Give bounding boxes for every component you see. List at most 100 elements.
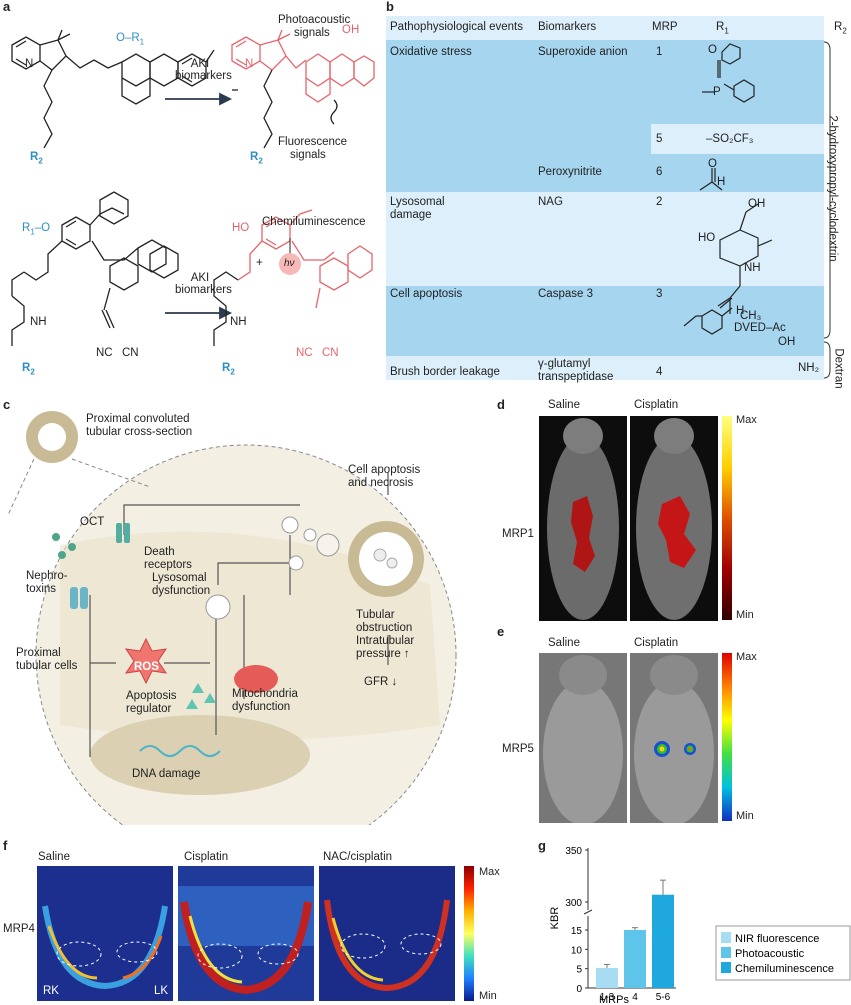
f-nac-image — [319, 866, 455, 1001]
panel-a-structures — [11, 29, 375, 346]
biomarker-caspase3: Caspase 3 — [538, 288, 593, 300]
nplus-top: N — [25, 58, 34, 70]
g-legend-swatch — [721, 932, 731, 943]
event-lysosomal-1: Lysosomal — [390, 196, 445, 208]
mrp-4: 4 — [656, 366, 663, 378]
r1-structures — [683, 43, 773, 335]
mito-1: Mitochondria — [232, 688, 298, 700]
e-colorbar — [722, 653, 732, 821]
f-col-nac: NAC/cisplatin — [323, 851, 393, 863]
proximal-cross-1: Proximal convoluted — [86, 413, 190, 425]
f-col-cisplatin: Cisplatin — [184, 851, 229, 863]
ros-label: ROS — [134, 661, 159, 673]
r1-ch3: CH₃ — [740, 310, 762, 322]
r1-nh-nag: NH — [744, 262, 761, 274]
g-legend-label: NIR fluorescence — [735, 933, 819, 945]
r1-o-p1: O — [708, 44, 717, 56]
gfr-label: GFR ↓ — [364, 676, 398, 688]
f-row-label: MRP4 — [3, 923, 35, 935]
g-bar-1-3 — [596, 967, 618, 988]
proximal-cross-2: tubular cross-section — [86, 426, 193, 438]
proximal-cells-1: Proximal — [16, 647, 61, 659]
mrp-2: 2 — [656, 196, 663, 208]
event-brush-border: Brush border leakage — [390, 366, 500, 378]
r2-bottom-right: R2 — [222, 362, 235, 377]
nc-right: NC — [296, 347, 313, 359]
death-receptors-2: receptors — [144, 559, 192, 571]
g-ytick-label: 15 — [571, 926, 583, 937]
header-r2: R2 — [834, 21, 847, 36]
g-bar-4 — [624, 930, 646, 988]
arrow-label-2-line2: biomarkers — [175, 284, 232, 296]
r2-dextran: Dextran — [832, 348, 845, 389]
panel-label-a: a — [3, 0, 11, 14]
g-xlabel: MRPs — [599, 994, 629, 1005]
nh-bottom-right: NH — [230, 316, 247, 328]
e-saline-image — [539, 653, 627, 823]
tubular-1: Tubular — [356, 609, 395, 621]
r1-so2cf3: –SO₂CF₃ — [706, 133, 754, 145]
r2-top-left: R2 — [30, 151, 43, 166]
g-ytick-label: 300 — [565, 898, 582, 909]
r1-oh-nag: OH — [748, 198, 766, 210]
chemiluminescence-label: Chemiluminescence — [262, 216, 366, 228]
g-bar-5-6 — [652, 894, 674, 988]
nephrotoxins-1: Nephro- — [26, 570, 68, 582]
arrow-label-1-line1: AKI — [190, 58, 210, 70]
f-lk-label: LK — [154, 985, 169, 997]
f-cisplatin-image — [178, 866, 314, 1001]
photoacoustic-label-1: Photoacoustic — [278, 14, 351, 26]
tubular-2: obstruction — [356, 622, 413, 634]
table-row-nag — [386, 192, 824, 286]
event-lysosomal-2: damage — [390, 209, 432, 221]
f-min: Min — [479, 990, 497, 1002]
e-cisplatin-image — [630, 653, 718, 823]
mrp-3: 3 — [656, 288, 663, 300]
cell-apoptosis-2: and necrosis — [348, 477, 414, 489]
nh-bottom-left: NH — [30, 316, 47, 328]
g-legend-swatch — [721, 962, 731, 973]
table-header — [386, 16, 824, 40]
fluorescence-label-1: Fluorescence — [278, 136, 348, 148]
header-biomarkers: Biomarkers — [538, 21, 597, 33]
mito-2: dysfunction — [232, 701, 291, 713]
biomarker-nag: NAG — [538, 196, 563, 208]
r1-dved: DVED–Ac — [734, 322, 786, 334]
biomarker-ggt-2: transpeptidase — [538, 371, 614, 383]
g-legend-label: Chemiluminescence — [735, 963, 834, 975]
biomarker-ggt-1: γ-glutamyl — [538, 358, 591, 370]
r1-h-dved: H — [736, 305, 745, 317]
mrp-1: 1 — [656, 46, 663, 58]
g-xtick-label: 5-6 — [656, 992, 671, 1003]
g-ytick-label: 5 — [576, 965, 582, 976]
event-apoptosis: Cell apoptosis — [390, 288, 463, 300]
biomarker-superoxide: Superoxide anion — [538, 46, 628, 58]
g-xtick-label: 1-3 — [600, 992, 615, 1003]
e-cisplatin: Cisplatin — [634, 637, 679, 649]
table-row-caspase — [386, 286, 824, 356]
header-r1: R1 — [716, 21, 729, 36]
nc-left: NC — [96, 347, 113, 359]
death-receptors-1: Death — [144, 546, 175, 558]
f-rk-label: RK — [43, 985, 59, 997]
oct-label: OCT — [80, 516, 105, 528]
panel-label-b: b — [386, 0, 394, 14]
lysosomal-dys-2: dysfunction — [152, 585, 211, 597]
panel-label-g: g — [538, 838, 546, 853]
header-events: Pathophysiological events — [390, 21, 523, 33]
arrow-label-2-line1: AKI — [190, 272, 210, 284]
r2-top-right: R2 — [250, 151, 263, 166]
f-col-saline: Saline — [38, 851, 70, 863]
r1-ho-nag: HO — [698, 232, 716, 244]
hv-label: hν — [284, 258, 295, 269]
r2-brackets — [823, 41, 831, 379]
panel-label-c: c — [3, 397, 11, 412]
nephrotoxins-2: toxins — [26, 583, 57, 595]
r1-o-bottom: R1–O — [22, 222, 51, 237]
mrp-5: 5 — [656, 133, 663, 145]
cn-left: CN — [122, 347, 139, 359]
apoptosis-reg-2: regulator — [126, 703, 172, 715]
g-ytick-label: 10 — [571, 945, 583, 956]
d-saline-image — [539, 416, 627, 621]
o-r1-top: O–R1 — [116, 32, 145, 47]
